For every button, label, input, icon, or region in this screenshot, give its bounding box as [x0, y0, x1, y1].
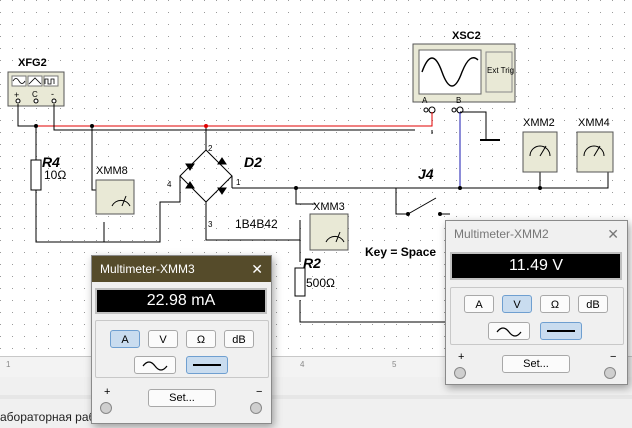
multimeter-xmm2-window[interactable]: Multimeter-XMM2 ✕ 11.49 V A V Ω dB Set..… — [445, 220, 628, 385]
multimeter-xmm3-titlebar[interactable]: Multimeter-XMM3 ✕ — [92, 256, 271, 282]
resistor-r4[interactable] — [30, 159, 42, 191]
dc-signal-button[interactable] — [540, 322, 582, 340]
mode-decibel-button[interactable]: dB — [224, 330, 254, 348]
mode-ohmmeter-button[interactable]: Ω — [540, 295, 570, 313]
value-r2: 500Ω — [306, 276, 335, 290]
xsc2-channel-a: A — [422, 96, 428, 105]
label-xmm2: XMM2 — [523, 117, 555, 129]
d2-pin-2: 2 — [208, 144, 213, 153]
d2-pin-1: 1 — [236, 178, 241, 187]
multimeter-symbol-xmm8[interactable] — [95, 179, 135, 215]
ac-signal-button[interactable] — [488, 322, 530, 340]
minus-terminal[interactable] — [250, 402, 262, 414]
plus-terminal-label: + — [458, 351, 465, 363]
model-d2: 1B4B42 — [235, 217, 278, 231]
wires — [17, 104, 609, 323]
window-title: Multimeter-XMM3 — [100, 262, 195, 276]
reading-display: 22.98 mA — [95, 288, 267, 314]
label-j4: J4 — [418, 166, 434, 182]
set-button[interactable]: Set... — [502, 355, 570, 373]
mode-panel — [450, 287, 624, 345]
multimeter-xmm2-titlebar[interactable]: Multimeter-XMM2 ✕ — [446, 221, 627, 247]
key-label-j4: Key = Space — [365, 245, 437, 259]
reading-display: 11.49 V — [450, 252, 622, 280]
ruler-mark: 5 — [392, 360, 397, 369]
value-r4: 10Ω — [44, 168, 67, 182]
mode-panel — [95, 320, 269, 378]
multimeter-symbol-xmm2[interactable] — [522, 131, 558, 173]
xfg2-minus-terminal: - — [51, 89, 54, 99]
mode-ammeter-button[interactable]: A — [464, 295, 494, 313]
multimeter-xmm3-window[interactable]: Multimeter-XMM3 ✕ 22.98 mA A V Ω dB Set.… — [91, 255, 272, 424]
multimeter-symbol-xmm3[interactable] — [309, 213, 349, 251]
ac-wave-icon — [496, 327, 522, 337]
xfg2-plus-terminal: + — [14, 90, 20, 100]
close-icon[interactable]: ✕ — [251, 261, 263, 277]
label-xfg2: XFG2 — [18, 57, 47, 69]
close-icon[interactable]: ✕ — [607, 226, 619, 242]
label-xsc2: XSC2 — [452, 30, 481, 42]
bridge-rectifier-d2[interactable] — [179, 149, 233, 226]
horizontal-scrollbar[interactable] — [0, 395, 632, 399]
mode-ammeter-button[interactable]: A — [110, 330, 140, 348]
label-d2: D2 — [244, 154, 262, 170]
mode-voltmeter-button[interactable]: V — [148, 330, 178, 348]
d2-pin-4: 4 — [167, 180, 172, 189]
ac-signal-button[interactable] — [134, 356, 176, 374]
function-generator-xfg2[interactable] — [7, 71, 65, 107]
window-title: Multimeter-XMM2 — [454, 227, 549, 241]
plus-terminal[interactable] — [100, 402, 112, 414]
ruler-mark: 1 — [6, 360, 11, 369]
multimeter-symbol-xmm4[interactable] — [576, 131, 614, 173]
mode-decibel-button[interactable]: dB — [578, 295, 608, 313]
oscilloscope-xsc2[interactable] — [412, 43, 516, 114]
mode-voltmeter-button[interactable]: V — [502, 295, 532, 313]
xsc2-channel-b: B — [456, 96, 462, 105]
label-r2: R2 — [303, 255, 321, 271]
dc-line-icon — [193, 364, 221, 366]
set-button[interactable]: Set... — [148, 389, 216, 407]
label-xmm4: XMM4 — [578, 117, 610, 129]
switch-j4[interactable] — [406, 197, 442, 216]
mode-ohmmeter-button[interactable]: Ω — [186, 330, 216, 348]
resistor-r2[interactable] — [294, 267, 306, 297]
d2-pin-3: 3 — [208, 220, 213, 229]
minus-terminal[interactable] — [604, 367, 616, 379]
label-r4: R4 — [42, 154, 60, 170]
dc-signal-button[interactable] — [186, 356, 228, 374]
minus-terminal-label: − — [256, 386, 263, 398]
label-xmm8: XMM8 — [96, 165, 128, 177]
xfg2-common-terminal: C — [32, 90, 38, 99]
plus-terminal-label: + — [104, 386, 111, 398]
plus-terminal[interactable] — [454, 367, 466, 379]
dc-line-icon — [547, 330, 575, 332]
label-xmm3: XMM3 — [313, 201, 345, 213]
ruler-mark: 4 — [300, 360, 305, 369]
ac-wave-icon — [142, 361, 168, 371]
minus-terminal-label: − — [610, 351, 617, 363]
ext-trig-label: Ext Trig — [487, 66, 515, 75]
